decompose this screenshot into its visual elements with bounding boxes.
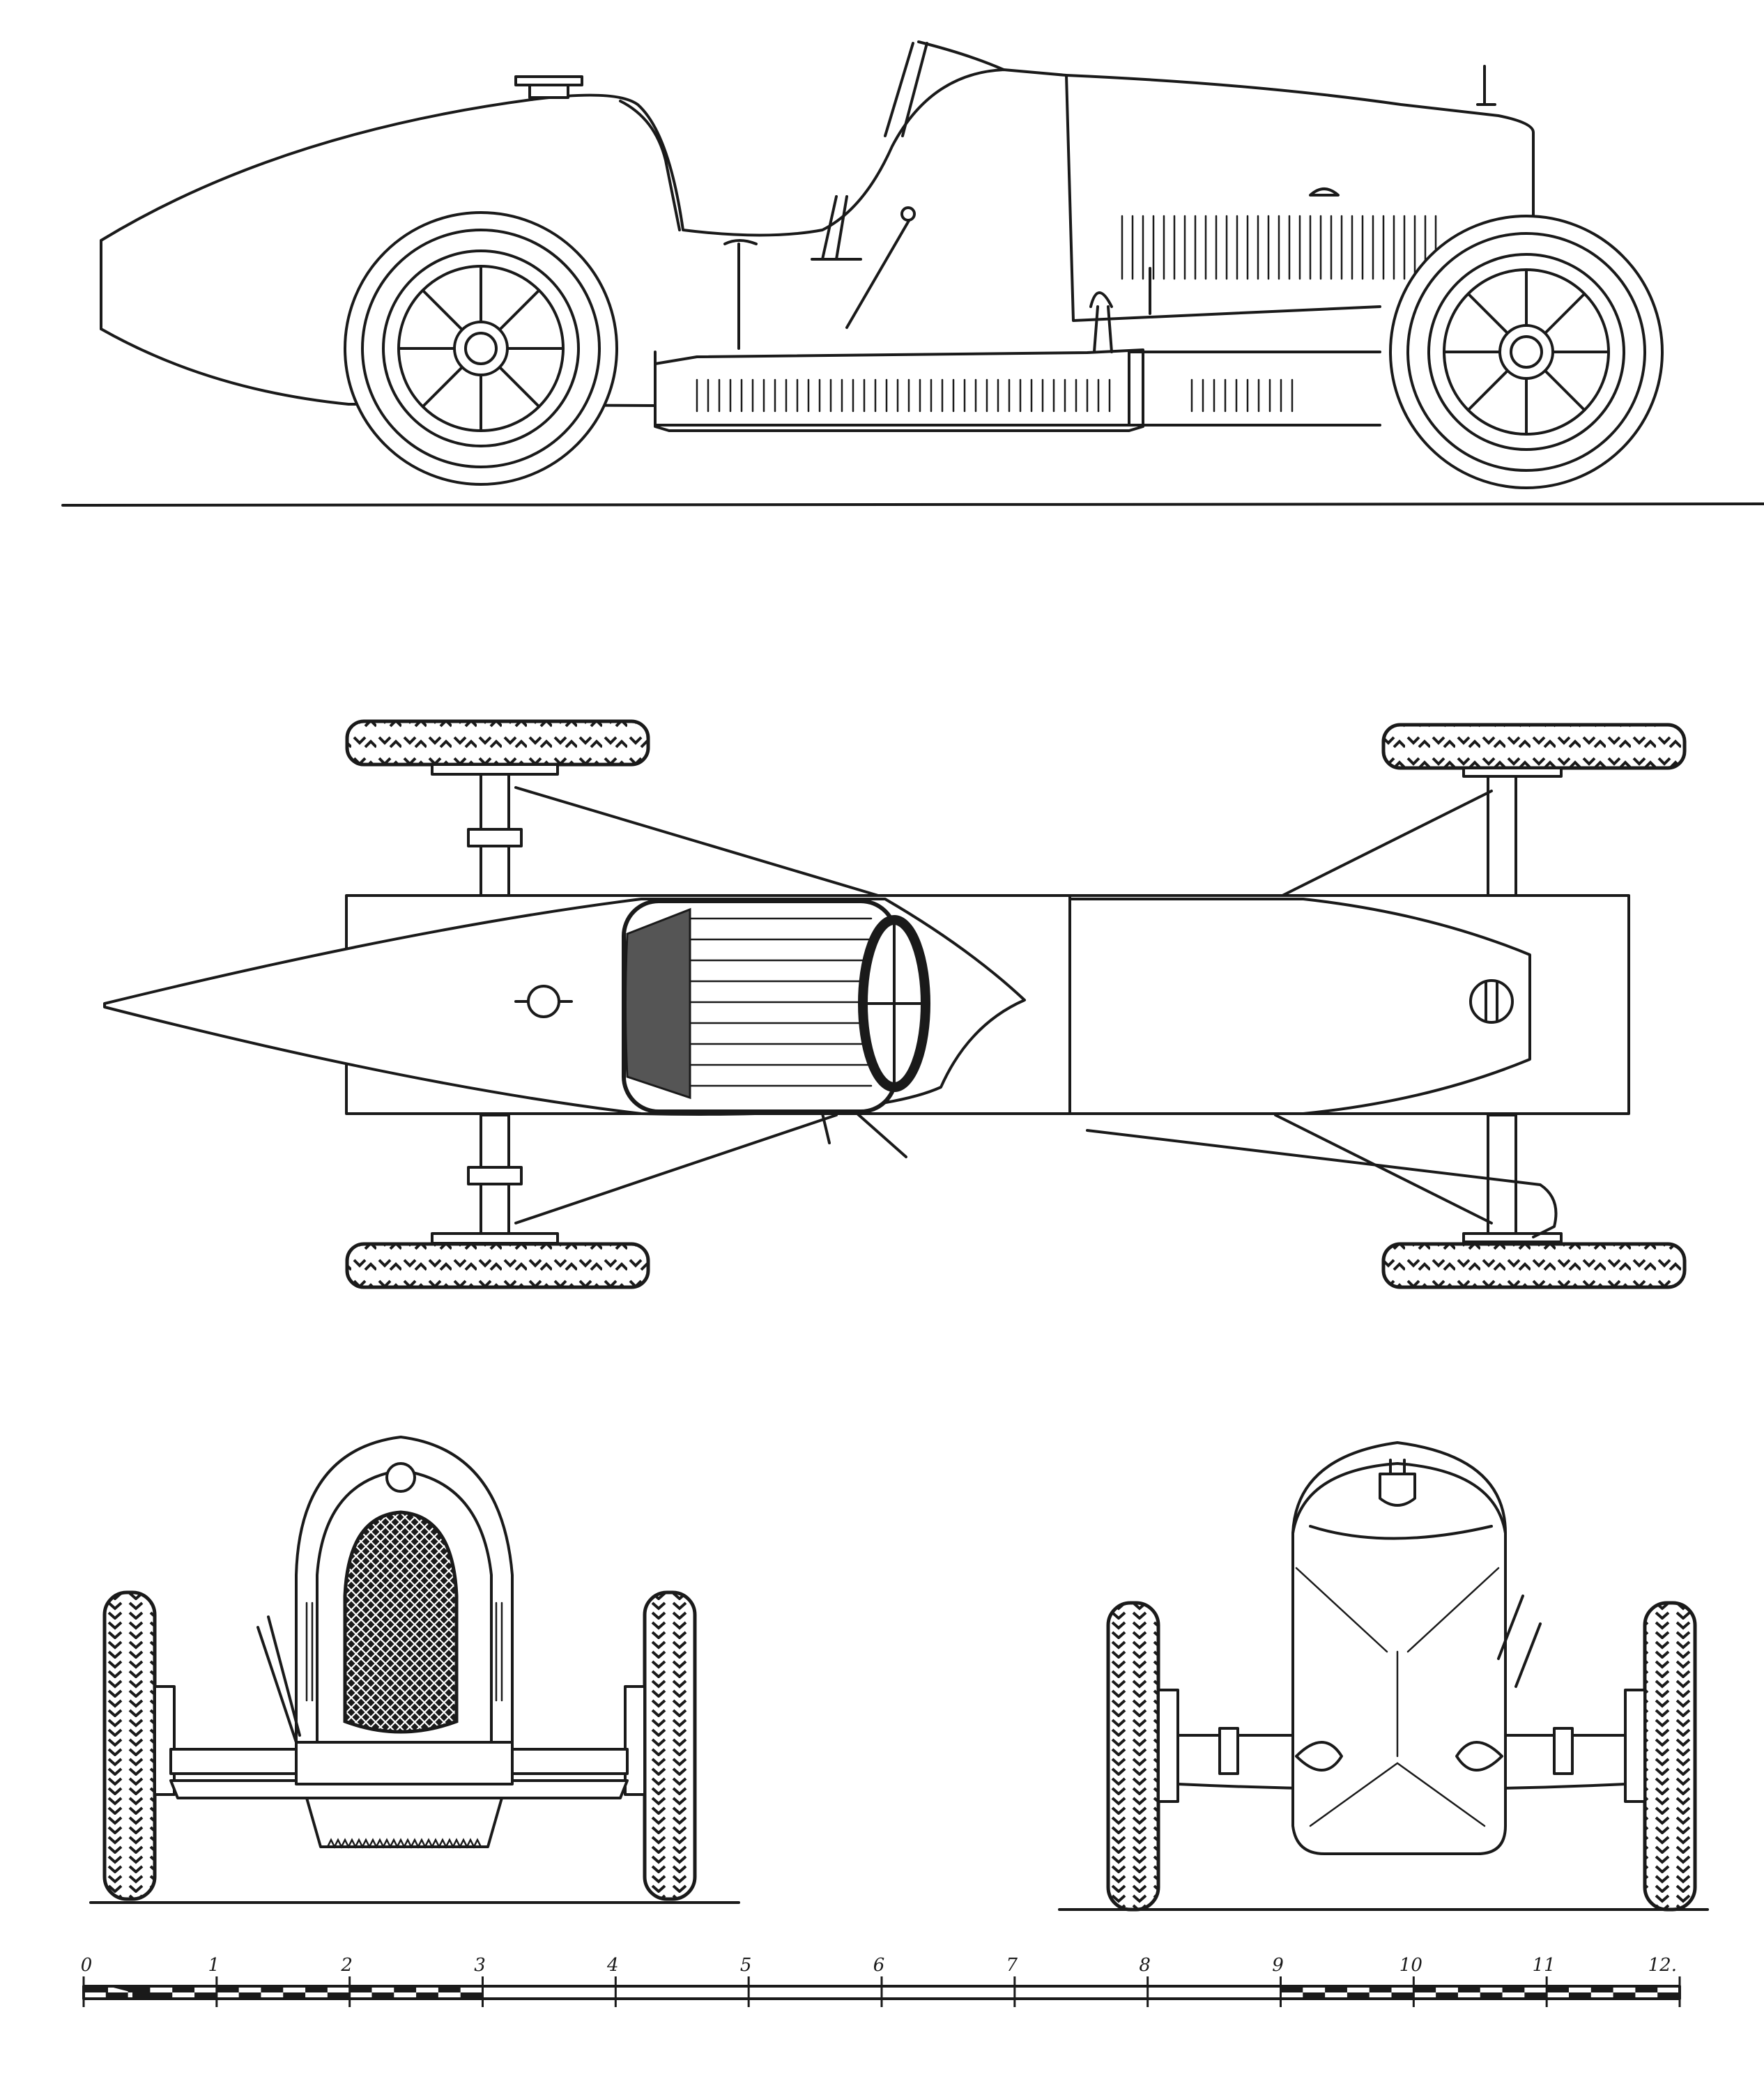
scale-label: 9 — [1272, 1955, 1284, 1976]
rear-view-tyre-right — [1643, 1601, 1697, 1912]
scale-checker-block — [1413, 1986, 1436, 1992]
radiator-cap-icon — [1469, 979, 1514, 1024]
rear-view — [1058, 1441, 1709, 1912]
radiator-grille — [343, 1510, 459, 1734]
scale-label: 1 — [208, 1955, 220, 1976]
scale-checker-block — [238, 1992, 261, 1999]
scale-checker-block — [394, 1986, 417, 1992]
scale-label: 10 — [1399, 1955, 1422, 1976]
top-rear-tyre-left — [345, 719, 650, 767]
front-view-tyre-left — [102, 1590, 157, 1901]
scale-checker-block — [1635, 1986, 1658, 1992]
top-filler-cap-icon — [527, 985, 560, 1018]
scale-checker-block — [283, 1992, 306, 1999]
scale-label: 6 — [873, 1955, 885, 1976]
scale-label: 3 — [474, 1955, 486, 1976]
scale-checker-block — [150, 1992, 173, 1999]
scale-label: 5 — [740, 1955, 752, 1976]
side-panel-louvres — [696, 378, 1294, 413]
scale-checker-block — [1657, 1992, 1680, 1999]
scale-checker-block — [216, 1986, 239, 1992]
rear-view-tyre-left — [1106, 1601, 1160, 1912]
top-rear-tyre-right — [345, 1242, 650, 1289]
hood-louvres — [1121, 187, 1437, 280]
side-view — [61, 40, 1764, 507]
scale-ticks — [82, 1976, 1681, 2007]
front-view-tyre-right — [643, 1590, 697, 1901]
scale-checker-block — [172, 1986, 195, 1992]
rear-tail-body — [1291, 1441, 1507, 1855]
scale-checker-block — [1369, 1986, 1392, 1992]
scale-checker-block — [1303, 1992, 1326, 1999]
scale-checker-block — [1480, 1992, 1503, 1999]
scale-label: 8 — [1139, 1955, 1151, 1976]
scale-checker-block — [371, 1992, 394, 1999]
scale-checker-block — [105, 1992, 128, 1999]
scale-label: 11 — [1533, 1955, 1556, 1976]
scale-label: 0 — [81, 1955, 93, 1976]
scale-checker-block — [416, 1992, 438, 1999]
scale-checker-block — [1524, 1992, 1547, 1999]
scale-checker-block — [1502, 1986, 1525, 1992]
scale-checker-block — [84, 1986, 106, 1992]
side-rear-wheel — [344, 211, 618, 486]
scale-checker-block — [1568, 1992, 1591, 1999]
side-body-shell — [100, 68, 1535, 432]
front-radiator-cap-icon — [385, 1462, 416, 1493]
side-ground-line — [61, 502, 1764, 507]
scale-checker-block — [460, 1992, 483, 1999]
front-view — [89, 1436, 740, 1904]
scale-checker-block — [194, 1992, 217, 1999]
scale-label: 7 — [1006, 1955, 1018, 1976]
scale-checker-block — [327, 1992, 350, 1999]
scale-checker-block — [438, 1986, 461, 1992]
scale-checker-block — [305, 1986, 328, 1992]
scale-checker-block — [1347, 1992, 1370, 1999]
side-front-wheel — [1389, 215, 1664, 489]
scale-checker-block — [1457, 1986, 1480, 1992]
scale-label: 4 — [606, 1955, 619, 1976]
scale-label: 12. — [1648, 1955, 1677, 1976]
scale-checker-block — [261, 1986, 284, 1992]
scale-checker-block — [1280, 1986, 1303, 1992]
top-front-tyre-right — [1381, 1242, 1687, 1289]
top-view — [103, 719, 1687, 1289]
scale-checker-block — [1325, 1986, 1347, 1992]
scale-bar: 0 1 2 3 4 5 6 7 8 9 10 11 12. — [81, 1955, 1681, 2007]
scale-checker-block — [349, 1986, 372, 1992]
scale-checker-block — [1547, 1986, 1569, 1992]
top-front-tyre-left — [1381, 723, 1687, 770]
scale-checker-segments — [84, 1986, 1680, 1999]
scale-label: 2 — [340, 1955, 353, 1976]
scale-labels: 0 1 2 3 4 5 6 7 8 9 10 11 12. — [81, 1955, 1677, 1976]
scale-checker-block — [1590, 1986, 1613, 1992]
scale-checker-block — [128, 1986, 151, 1992]
scale-checker-block — [1391, 1992, 1414, 1999]
scale-checker-block — [1613, 1992, 1636, 1999]
scale-checker-block — [1436, 1992, 1458, 1999]
